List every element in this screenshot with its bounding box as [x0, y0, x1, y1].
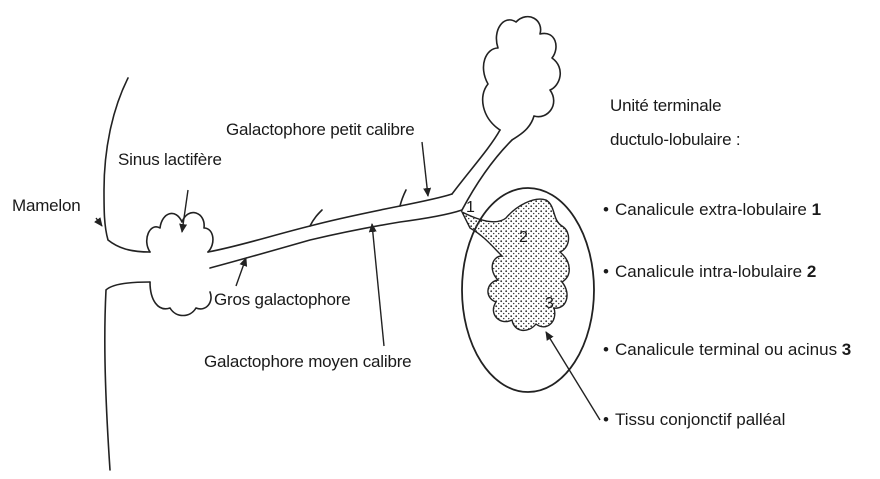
leader-mamelon — [96, 218, 102, 226]
label-galactophore-moyen-calibre: Galactophore moyen calibre — [204, 352, 411, 372]
leader-tissu — [546, 332, 600, 420]
leader-gros — [236, 258, 246, 286]
label-mamelon: Mamelon — [12, 196, 81, 216]
main-duct-upper — [208, 194, 452, 252]
legend-title-line2: ductulo-lobulaire : — [610, 130, 740, 150]
duct-bud-2 — [400, 190, 406, 206]
tissu-text: Tissu conjonctif palléal — [615, 410, 785, 429]
sinus-lactifere-shape — [147, 213, 213, 316]
legend-text-3: Canalicule terminal ou acinus — [615, 340, 837, 359]
main-duct-lower — [210, 210, 462, 268]
label-tissu-conjonctif: •Tissu conjonctif palléal — [603, 410, 785, 430]
marker-2: 2 — [519, 228, 528, 248]
legend-item-3: •Canalicule terminal ou acinus 3 — [603, 340, 851, 360]
legend-bullet-3: • — [603, 340, 615, 360]
upper-lobule — [483, 17, 561, 140]
legend-num-1: 1 — [812, 200, 821, 219]
leader-petit-calibre — [422, 142, 428, 196]
legend-title-line1: Unité terminale — [610, 96, 721, 116]
marker-1: 1 — [466, 198, 475, 218]
label-galactophore-petit-calibre: Galactophore petit calibre — [226, 120, 415, 140]
upper-branch — [452, 130, 512, 210]
marker-3: 3 — [545, 294, 554, 314]
tissu-bullet: • — [603, 410, 615, 430]
legend-bullet-1: • — [603, 200, 615, 220]
legend-num-2: 2 — [807, 262, 816, 281]
legend-text-1: Canalicule extra-lobulaire — [615, 200, 807, 219]
legend-item-2: •Canalicule intra-lobulaire 2 — [603, 262, 816, 282]
skin-outline-lower — [105, 282, 150, 470]
label-gros-galactophore: Gros galactophore — [214, 290, 350, 310]
leader-sinus — [182, 190, 188, 232]
legend-num-3: 3 — [842, 340, 851, 359]
legend-text-2: Canalicule intra-lobulaire — [615, 262, 802, 281]
legend-bullet-2: • — [603, 262, 615, 282]
label-sinus-lactifere: Sinus lactifère — [118, 150, 222, 170]
leader-moyen-calibre — [372, 224, 384, 346]
legend-item-1: •Canalicule extra-lobulaire 1 — [603, 200, 821, 220]
